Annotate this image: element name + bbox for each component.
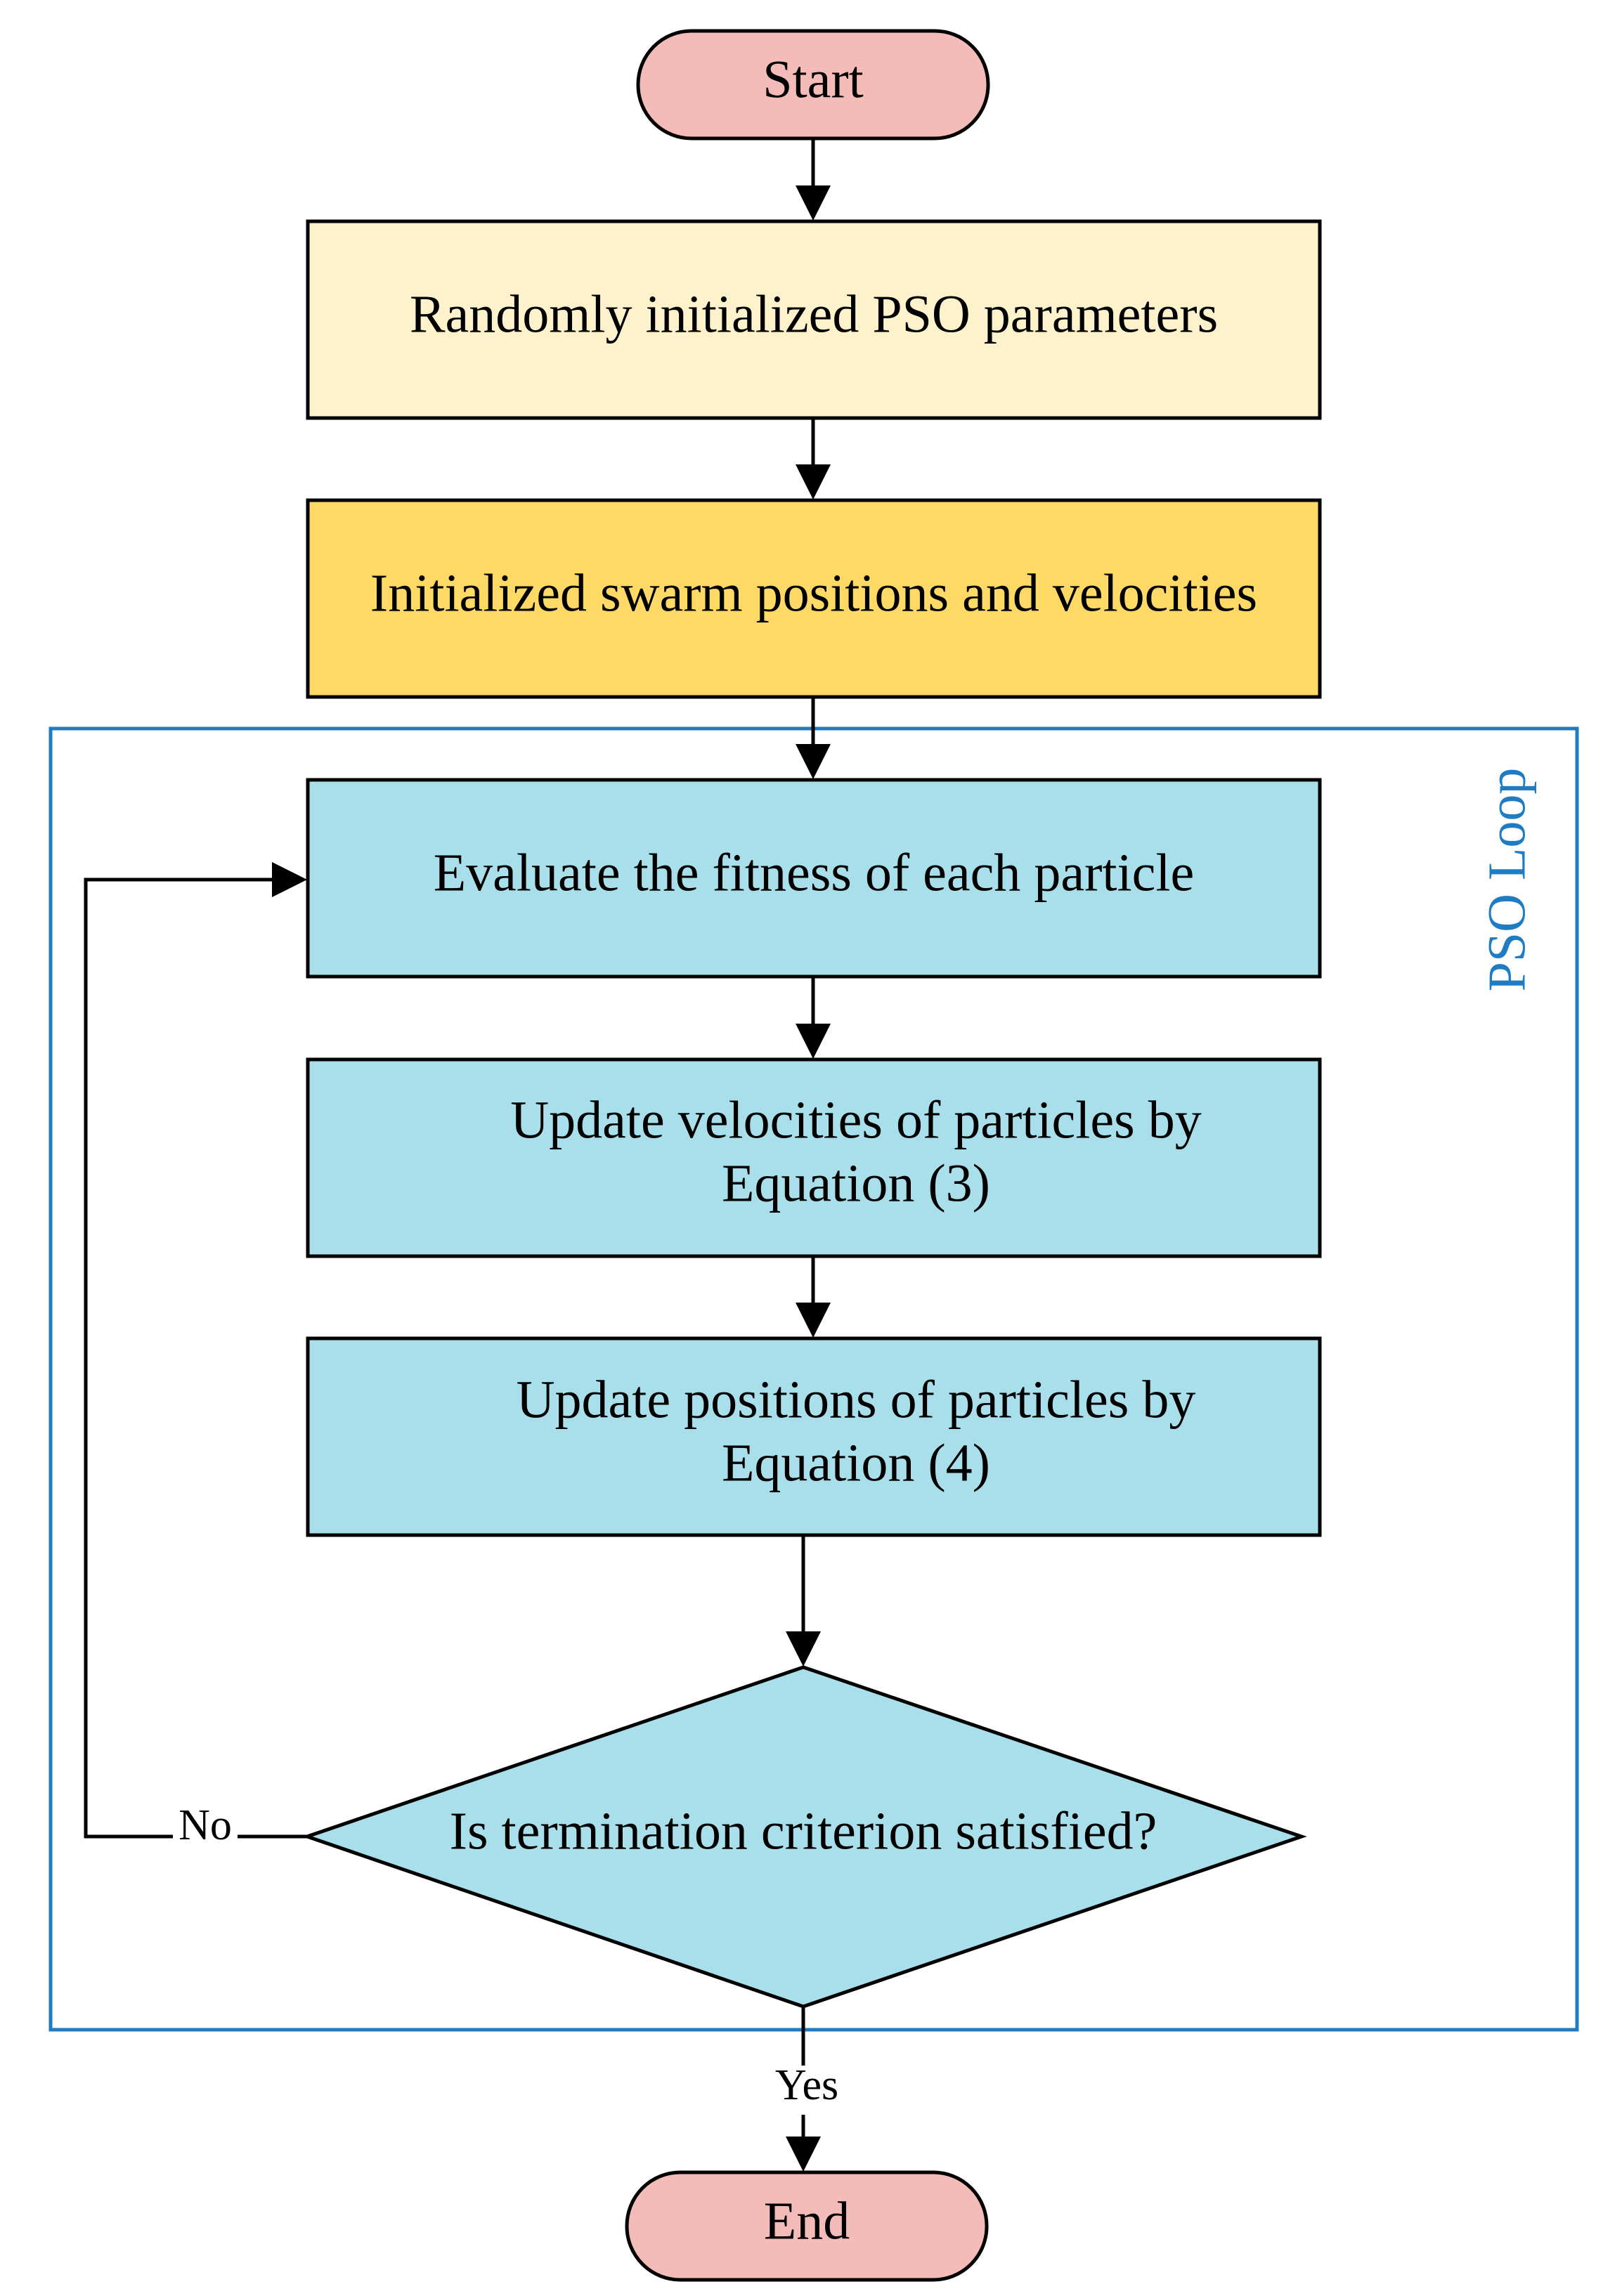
start-label: Start — [763, 50, 864, 109]
end-node: End — [625, 2170, 989, 2282]
decision-node: Is termination criterion satisfied? — [301, 1665, 1307, 2009]
edge-decision-no-to-evaluate — [84, 862, 307, 1839]
update-velocities-line2: Equation (3) — [722, 1154, 990, 1213]
init-swarm-box — [306, 498, 1322, 699]
decision-label: Is termination criterion satisfied? — [450, 1801, 1157, 1860]
end-shape — [625, 2170, 989, 2282]
no-label-bg — [173, 1808, 238, 1855]
init-swarm-node: Initialized swarm positions and velociti… — [306, 498, 1322, 699]
update-velocities-node: Update velocities of particles by Equati… — [306, 1057, 1322, 1258]
evaluate-box — [306, 778, 1322, 979]
evaluate-label: Evaluate the fitness of each particle — [434, 843, 1194, 902]
init-params-node: Randomly initialized PSO parameters — [306, 219, 1322, 420]
update-positions-line2: Equation (4) — [722, 1433, 990, 1492]
evaluate-node: Evaluate the fitness of each particle — [306, 778, 1322, 979]
update-velocities-box — [306, 1057, 1322, 1258]
update-velocities-line1: Update velocities of particles by — [510, 1090, 1201, 1149]
init-swarm-label: Initialized swarm positions and velociti… — [370, 563, 1257, 622]
init-params-label: Randomly initialized PSO parameters — [410, 285, 1218, 344]
start-node: Start — [636, 29, 990, 141]
yes-label: Yes — [775, 2061, 838, 2109]
init-params-box — [306, 219, 1322, 420]
update-positions-node: Update positions of particles by Equatio… — [306, 1336, 1322, 1537]
update-positions-box — [306, 1336, 1322, 1537]
yes-label-bg — [762, 2066, 846, 2115]
no-label: No — [179, 1801, 232, 1849]
update-positions-line1: Update positions of particles by — [517, 1370, 1196, 1429]
end-label: End — [764, 2191, 850, 2250]
pso-loop-label: PSO Loop — [1477, 768, 1536, 992]
